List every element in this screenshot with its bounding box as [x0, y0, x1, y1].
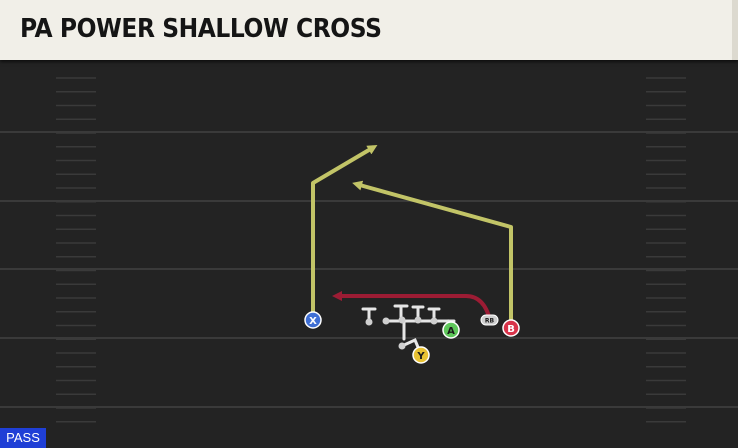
route-b — [352, 180, 513, 327]
player-x[interactable]: X — [304, 311, 322, 329]
title-bar: PA POWER SHALLOW CROSS — [0, 0, 738, 60]
player-y-label: Y — [416, 351, 425, 362]
player-a[interactable]: A — [442, 321, 460, 339]
player-rb-label: RB — [485, 317, 495, 324]
route-x — [311, 144, 378, 320]
lineman — [414, 316, 422, 324]
lineman — [398, 316, 406, 324]
player-b[interactable]: B — [502, 319, 520, 337]
play-title: PA POWER SHALLOW CROSS — [20, 14, 382, 44]
quarterback — [398, 342, 406, 350]
player-b-label: B — [507, 324, 515, 335]
blocking-assignments — [361, 304, 457, 354]
linemen — [365, 316, 438, 350]
hash-marks — [56, 77, 686, 423]
lineman — [365, 318, 373, 326]
player-a-label: A — [447, 326, 455, 337]
play-type-badge: PASS — [0, 428, 46, 448]
yard-lines — [0, 131, 738, 408]
player-x-label: X — [309, 316, 317, 327]
title-bar-edge — [732, 0, 738, 60]
player-rb[interactable]: RB — [480, 314, 499, 326]
lineman — [430, 317, 438, 325]
player-y[interactable]: Y — [412, 346, 430, 364]
lineman — [382, 317, 390, 325]
